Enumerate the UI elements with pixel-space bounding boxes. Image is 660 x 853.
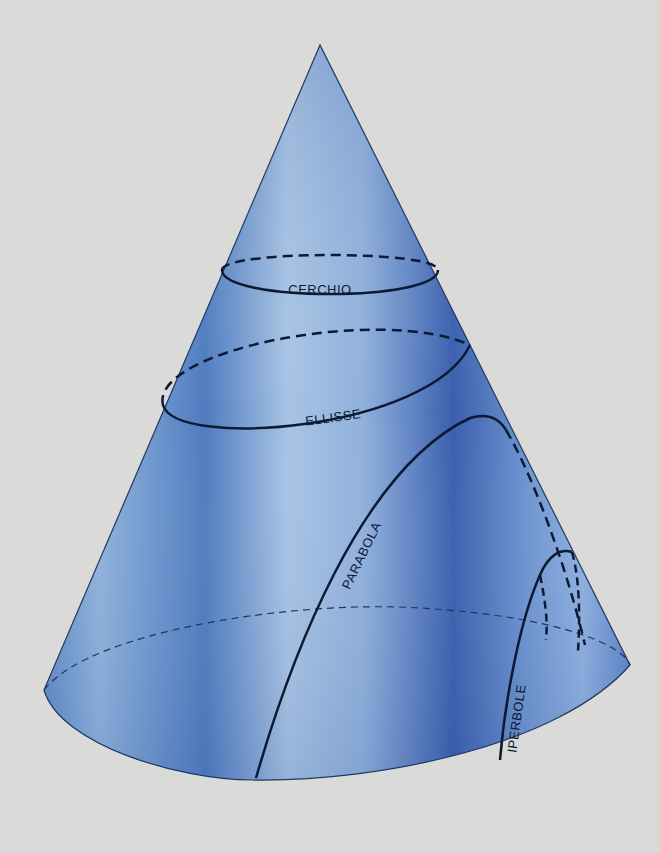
ellipse-front [163, 345, 470, 428]
photo-ground [10, 8, 652, 846]
cone-body [44, 45, 630, 780]
hyperbola-front [500, 551, 572, 760]
circle-label: CERCHIO [288, 283, 351, 296]
cone-shading [44, 45, 630, 780]
parabola-back [506, 430, 585, 645]
base-back-edge [44, 607, 630, 690]
circle-back [222, 255, 438, 270]
hyperbola-back-left [540, 575, 547, 640]
parabola-front [256, 416, 506, 778]
hyperbola-back-right [572, 552, 579, 652]
ellipse-back [162, 330, 470, 405]
